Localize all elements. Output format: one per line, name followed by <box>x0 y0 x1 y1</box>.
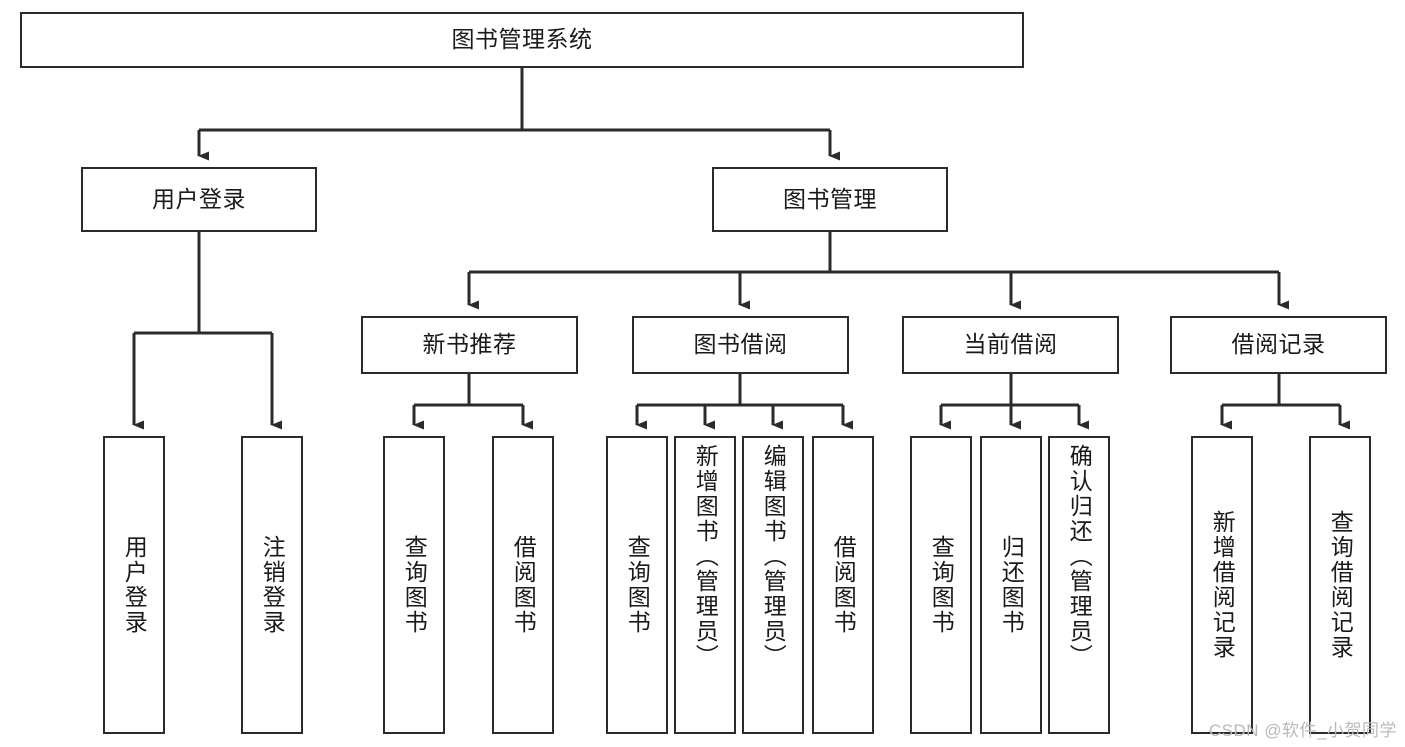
edges-root-to-level2 <box>197 68 840 161</box>
edges-booksmgmt-to-level3 <box>467 232 1289 310</box>
leaf-currentborrow-confirm-return-admin[interactable]: 确认归还（管理员） <box>1048 436 1110 734</box>
edges-userlogin-to-leaves <box>132 232 282 430</box>
leaf-newbook-borrow-book[interactable]: 借阅图书 <box>492 436 554 734</box>
leaf-user-login-signin[interactable]: 用户登录 <box>103 436 165 734</box>
leaf-borrowrecord-query-record[interactable]: 查询借阅记录 <box>1309 436 1371 734</box>
node-current-borrow[interactable]: 当前借阅 <box>902 316 1119 374</box>
leaf-bookborrow-query-book[interactable]: 查询图书 <box>606 436 668 734</box>
leaf-currentborrow-query-book[interactable]: 查询图书 <box>910 436 972 734</box>
leaf-bookborrow-borrow-book[interactable]: 借阅图书 <box>812 436 874 734</box>
node-borrow-record[interactable]: 借阅记录 <box>1170 316 1387 374</box>
edges-bookborrow-to-leaves <box>635 374 853 430</box>
leaf-bookborrow-add-book-admin[interactable]: 新增图书（管理员） <box>674 436 736 734</box>
leaf-currentborrow-return-book[interactable]: 归还图书 <box>980 436 1042 734</box>
node-user-login[interactable]: 用户登录 <box>81 167 317 232</box>
node-book-borrow[interactable]: 图书借阅 <box>632 316 849 374</box>
leaf-newbook-query-book[interactable]: 查询图书 <box>383 436 445 734</box>
node-root-system[interactable]: 图书管理系统 <box>20 12 1024 68</box>
leaf-user-login-signout[interactable]: 注销登录 <box>241 436 303 734</box>
edges-newbook-to-leaves <box>412 374 533 430</box>
node-book-management[interactable]: 图书管理 <box>712 167 948 232</box>
leaf-bookborrow-edit-book-admin[interactable]: 编辑图书（管理员） <box>742 436 804 734</box>
edges-currentborrow-to-leaves <box>939 374 1089 430</box>
leaf-borrowrecord-add-record[interactable]: 新增借阅记录 <box>1191 436 1253 734</box>
watermark-credit: CSDN @软件_小贺同学 <box>1208 721 1397 740</box>
edges-borrowrecord-to-leaves <box>1220 374 1350 430</box>
node-new-book-recommend[interactable]: 新书推荐 <box>361 316 578 374</box>
